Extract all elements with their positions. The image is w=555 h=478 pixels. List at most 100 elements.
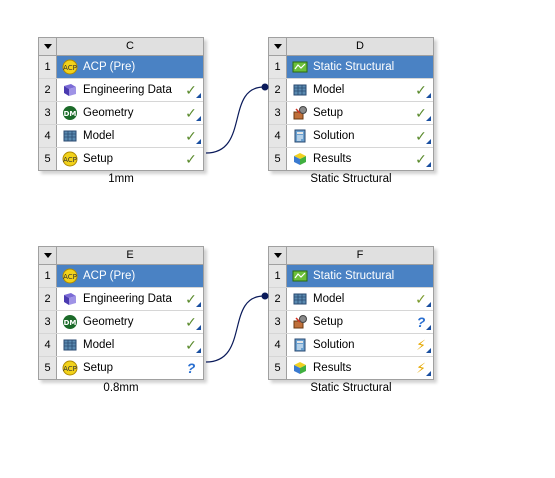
system-f-row-1[interactable]: 1 Static Structural [269, 265, 433, 288]
system-c-caption[interactable]: 1mm [108, 173, 134, 185]
model-icon [61, 128, 79, 144]
system-d-row-4[interactable]: 4 Solution ✓ [269, 125, 433, 148]
status-question-icon: ? [416, 314, 426, 330]
static-structural-icon [291, 268, 309, 284]
corner-arrow-icon [196, 302, 201, 307]
row-number: 2 [39, 79, 57, 101]
row-label: Results [313, 362, 352, 374]
row-label: ACP (Pre) [83, 61, 136, 73]
row-label: Setup [83, 153, 114, 165]
system-d-row-1[interactable]: 1 Static Structural [269, 56, 433, 79]
status-check-icon: ✓ [185, 82, 197, 98]
row-label: Model [83, 339, 115, 351]
acp-setup-icon: ACP [61, 151, 79, 167]
system-c-menu-button[interactable] [39, 38, 57, 55]
model-icon [61, 337, 79, 353]
row-number: 2 [39, 288, 57, 310]
corner-arrow-icon [196, 116, 201, 121]
svg-text:DM: DM [64, 319, 77, 327]
system-f-menu-button[interactable] [269, 247, 287, 264]
system-f-table: F 1 Static Structural 2 Model ✓ 3 Setup … [268, 246, 434, 380]
status-question-icon: ? [186, 360, 196, 376]
row-label: Static Structural [313, 61, 395, 73]
system-e-header: E [39, 247, 203, 265]
row-label: Setup [83, 362, 114, 374]
status-refresh-check-icon: ✓ [415, 291, 427, 307]
system-e-row-5[interactable]: 5 ACP Setup ? [39, 357, 203, 379]
svg-text:DM: DM [64, 110, 77, 118]
row-number: 3 [269, 311, 287, 333]
system-d-row-5[interactable]: 5 Results ✓ [269, 148, 433, 170]
system-c-row-4[interactable]: 4 Model ✓ [39, 125, 203, 148]
system-c-header: C [39, 38, 203, 56]
system-d-header: D [269, 38, 433, 56]
row-label: ACP (Pre) [83, 270, 136, 282]
row-number: 5 [39, 148, 57, 170]
corner-arrow-icon [426, 302, 431, 307]
engineering-data-icon [61, 291, 79, 307]
connector-d-dot [261, 83, 269, 91]
system-d-row-3[interactable]: 3 Setup ✓ [269, 102, 433, 125]
status-check-icon: ✓ [185, 151, 197, 167]
chevron-down-icon [273, 253, 282, 258]
static-structural-icon [291, 59, 309, 75]
system-e-row-1[interactable]: 1 ACP ACP (Pre) [39, 265, 203, 288]
geometry-icon: DM [61, 105, 79, 121]
system-d-row-2[interactable]: 2 Model ✓ [269, 79, 433, 102]
model-icon [291, 291, 309, 307]
system-e-row-3[interactable]: 3 DM Geometry ✓ [39, 311, 203, 334]
corner-arrow-icon [196, 348, 201, 353]
system-e-letter: E [126, 249, 134, 261]
status-check-icon: ✓ [415, 82, 427, 98]
chevron-down-icon [43, 253, 52, 258]
system-c-row-1[interactable]: 1 ACP ACP (Pre) [39, 56, 203, 79]
status-check-icon: ✓ [185, 105, 197, 121]
results-icon [291, 151, 309, 167]
connector-c-to-d[interactable] [205, 86, 265, 154]
status-check-icon: ✓ [415, 151, 427, 167]
system-f-row-5[interactable]: 5 Results ⚡ [269, 357, 433, 379]
row-label: Model [313, 293, 345, 305]
status-check-icon: ✓ [185, 128, 197, 144]
row-number: 5 [269, 357, 287, 379]
row-label: Geometry [83, 316, 134, 328]
system-c-row-3[interactable]: 3 DM Geometry ✓ [39, 102, 203, 125]
row-number: 3 [269, 102, 287, 124]
status-check-icon: ✓ [185, 291, 197, 307]
system-d-table: D 1 Static Structural 2 Model ✓ 3 Setup … [268, 37, 434, 171]
system-d-menu-button[interactable] [269, 38, 287, 55]
system-f-row-4[interactable]: 4 Solution ⚡ [269, 334, 433, 357]
status-check-icon: ✓ [415, 128, 427, 144]
system-c-row-5[interactable]: 5 ACP Setup ✓ [39, 148, 203, 170]
system-f-letter: F [356, 249, 364, 261]
corner-arrow-icon [426, 93, 431, 98]
system-e-caption[interactable]: 0.8mm [103, 382, 139, 394]
solution-icon [291, 128, 309, 144]
system-e-row-4[interactable]: 4 Model ✓ [39, 334, 203, 357]
system-f-caption[interactable]: Static Structural [310, 382, 392, 394]
system-c-row-2[interactable]: 2 Engineering Data ✓ [39, 79, 203, 102]
status-bolt-icon: ⚡ [416, 337, 426, 353]
system-f-row-2[interactable]: 2 Model ✓ [269, 288, 433, 311]
system-e-row-2[interactable]: 2 Engineering Data ✓ [39, 288, 203, 311]
row-number: 3 [39, 311, 57, 333]
row-number: 5 [269, 148, 287, 170]
row-label: Engineering Data [83, 293, 172, 305]
corner-arrow-icon [426, 116, 431, 121]
corner-arrow-icon [196, 325, 201, 330]
system-e-menu-button[interactable] [39, 247, 57, 264]
acp-icon: ACP [61, 268, 79, 284]
status-bolt-icon: ⚡ [416, 360, 426, 376]
svg-text:ACP: ACP [63, 273, 77, 281]
setup-icon [291, 314, 309, 330]
system-f-row-3[interactable]: 3 Setup ? [269, 311, 433, 334]
connector-e-to-f[interactable] [205, 295, 265, 363]
row-number: 2 [269, 288, 287, 310]
setup-icon [291, 105, 309, 121]
corner-arrow-icon [426, 371, 431, 376]
status-check-icon: ✓ [185, 314, 197, 330]
row-number: 3 [39, 102, 57, 124]
system-d-caption[interactable]: Static Structural [310, 173, 392, 185]
acp-setup-icon: ACP [61, 360, 79, 376]
corner-arrow-icon [426, 348, 431, 353]
